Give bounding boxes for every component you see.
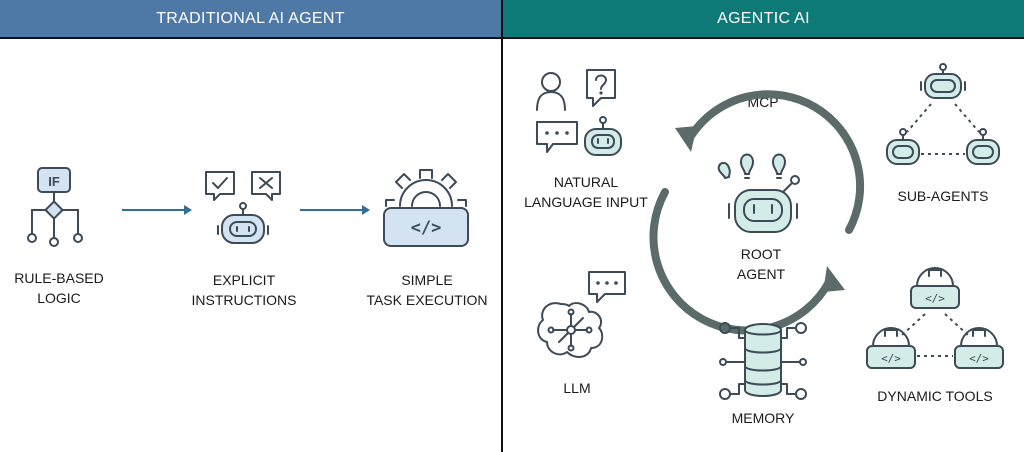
header-rule bbox=[503, 37, 1024, 39]
traditional-ai-agent-header: TRADITIONAL AI AGENT bbox=[0, 0, 501, 37]
flow-arrow-2 bbox=[300, 205, 370, 215]
agentic-ai-title: AGENTIC AI bbox=[717, 9, 810, 27]
header-rule bbox=[0, 37, 501, 39]
mcp-cycle-arrows bbox=[649, 90, 865, 335]
tool-code-text-top: </> bbox=[925, 292, 945, 305]
robot-network-icon bbox=[886, 63, 1000, 165]
code-symbol-text: </> bbox=[411, 218, 442, 238]
memory-label: MEMORY bbox=[731, 410, 795, 426]
sub-agents-label: SUB-AGENTS bbox=[897, 188, 989, 204]
tool-code-text-left: </> bbox=[881, 352, 901, 365]
gear-network-icon: </> </> </> bbox=[866, 267, 1004, 369]
brain-chat-icon bbox=[537, 271, 626, 358]
chat-robot-icon bbox=[536, 69, 622, 156]
if-flowchart-icon: IF bbox=[27, 167, 83, 247]
gear-code-icon: </> bbox=[383, 169, 469, 247]
robot-with-checklist-icon bbox=[205, 171, 281, 244]
flow-arrow-1 bbox=[122, 205, 192, 215]
agentic-ai-header: AGENTIC AI bbox=[503, 0, 1024, 37]
llm-label: LLM bbox=[563, 380, 591, 396]
panel-divider bbox=[501, 0, 503, 452]
dynamic-tools-label: DYNAMIC TOOLS bbox=[877, 388, 993, 404]
database-icon bbox=[719, 322, 807, 400]
traditional-ai-agent-title: TRADITIONAL AI AGENT bbox=[156, 9, 345, 27]
root-agent-robot-icon bbox=[717, 153, 800, 233]
tool-code-text-right: </> bbox=[969, 352, 989, 365]
if-badge-text: IF bbox=[48, 174, 60, 189]
